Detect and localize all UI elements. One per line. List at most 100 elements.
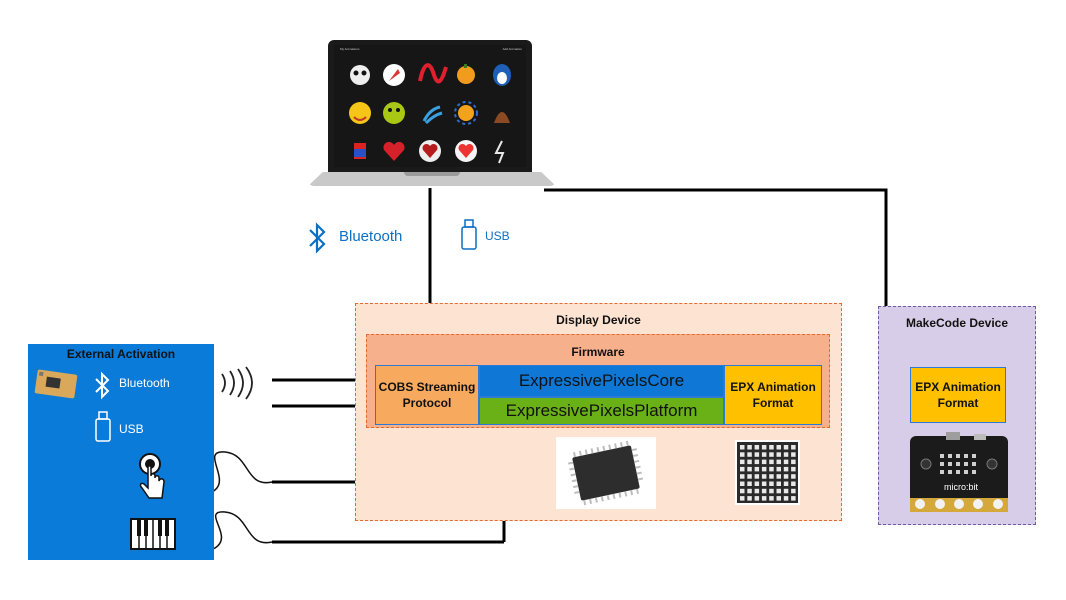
- led-pixel: [740, 452, 745, 457]
- laptop: My Animations Add Animation: [328, 40, 532, 172]
- led-pixel: [776, 496, 781, 501]
- microcontroller-chip-image: [556, 437, 656, 509]
- external-activation-panel: External Activation Bluetooth USB: [28, 344, 214, 560]
- led-pixel: [769, 474, 774, 479]
- led-pixel: [783, 452, 789, 457]
- led-pixel: [791, 481, 796, 486]
- led-pixel: [791, 459, 796, 465]
- laptop-hinge: [404, 172, 460, 176]
- led-pixel: [747, 488, 752, 494]
- penguin-icon: [493, 64, 511, 86]
- led-matrix-image: [735, 440, 800, 505]
- led-pixel: [769, 466, 774, 472]
- cobs-protocol-block: COBS Streaming Protocol: [375, 365, 479, 425]
- led-pixel: [783, 445, 789, 450]
- led-pixel: [740, 459, 745, 465]
- sun-icon: [454, 101, 478, 125]
- poop-icon: [494, 112, 510, 123]
- animation-gallery: [349, 63, 511, 164]
- led-pixel: [761, 459, 767, 465]
- led-pixel: [740, 474, 745, 479]
- microbit-wordmark: micro:bit: [944, 482, 979, 492]
- led-pixel: [747, 496, 752, 501]
- laptop-screen: My Animations Add Animation: [334, 45, 526, 167]
- led-pixel: [783, 481, 789, 486]
- microbit-board-icon: micro:bit: [910, 432, 1008, 512]
- led-pixel: [754, 488, 760, 494]
- rocket-icon: [383, 64, 405, 86]
- led-pixel: [761, 445, 767, 450]
- led-pixel: [740, 496, 745, 501]
- led-pixel: [776, 474, 781, 479]
- led-pixel: [783, 474, 789, 479]
- led-pixel: [754, 466, 760, 472]
- wave-icon: [418, 63, 448, 84]
- led-pixel: [769, 496, 774, 501]
- led-pixel: [776, 488, 781, 494]
- led-pixel: [740, 466, 745, 472]
- heart-circle-icon: [419, 140, 441, 162]
- epx-animation-format-block: EPX Animation Format: [724, 365, 822, 425]
- circuit-board-icon: [34, 369, 78, 399]
- mario-icon: [354, 143, 366, 159]
- led-pixel: [769, 445, 774, 450]
- expressive-pixels-core-block: ExpressivePixelsCore: [479, 365, 724, 397]
- svg-text:micro:bit: micro:bit: [944, 482, 979, 492]
- usb-icon: [95, 411, 111, 442]
- bluetooth-icon: [309, 222, 326, 254]
- laptop-base: [308, 172, 556, 186]
- led-matrix-base: [737, 442, 798, 503]
- led-pixel: [754, 496, 760, 501]
- microcontroller-chip-icon: [568, 440, 644, 506]
- led-pixel: [769, 488, 774, 494]
- led-pixel: [761, 496, 767, 501]
- led-pixel: [740, 488, 745, 494]
- led-matrix-icon: [737, 442, 798, 503]
- led-pixel: [747, 459, 752, 465]
- lightning-icon: [494, 140, 505, 164]
- led-pixel: [754, 445, 760, 450]
- led-pixel: [761, 474, 767, 479]
- led-pixel: [769, 481, 774, 486]
- led-pixel: [747, 466, 752, 472]
- bluetooth-label: Bluetooth: [339, 228, 403, 245]
- led-pixel: [761, 452, 767, 457]
- led-pixel: [783, 496, 789, 501]
- led-pixel: [761, 488, 767, 494]
- external-activation-title: External Activation: [66, 347, 176, 361]
- led-pixel: [783, 459, 789, 465]
- led-pixel: [776, 452, 781, 457]
- led-pixel: [791, 452, 796, 457]
- touch-button-icon: [139, 453, 165, 499]
- led-pixel: [791, 445, 796, 450]
- smiley-icon: [383, 102, 405, 124]
- led-pixel: [747, 474, 752, 479]
- ext-usb-label: USB: [119, 422, 144, 436]
- led-pixel: [740, 445, 745, 450]
- led-pixel: [791, 488, 796, 494]
- led-pixel: [783, 466, 789, 472]
- led-pixel: [791, 466, 796, 472]
- heart-icon: [383, 141, 405, 161]
- led-pixel: [747, 452, 752, 457]
- led-pixel: [776, 459, 781, 465]
- led-pixel: [769, 459, 774, 465]
- makecode-epx-animation-format-block: EPX Animation Format: [910, 367, 1006, 423]
- led-pixel: [761, 481, 767, 486]
- wink-emoji-icon: [349, 102, 371, 124]
- led-pixel: [754, 452, 760, 457]
- piano-keyboard-icon: [130, 518, 176, 550]
- expressive-pixels-platform-block: ExpressivePixelsPlatform: [479, 397, 724, 425]
- wifi-icon: [422, 105, 443, 125]
- ext-bluetooth-label: Bluetooth: [119, 376, 170, 390]
- led-pixel: [791, 474, 796, 479]
- makecode-device-title: MakeCode Device: [905, 316, 1009, 330]
- add-animation-button[interactable]: Add Animation: [502, 47, 522, 51]
- led-pixel: [776, 481, 781, 486]
- led-pixel: [754, 459, 760, 465]
- led-pixel: [747, 445, 752, 450]
- led-pixel: [761, 466, 767, 472]
- led-pixel: [747, 481, 752, 486]
- app-title: My Animations: [340, 47, 360, 51]
- led-pixel: [740, 481, 745, 486]
